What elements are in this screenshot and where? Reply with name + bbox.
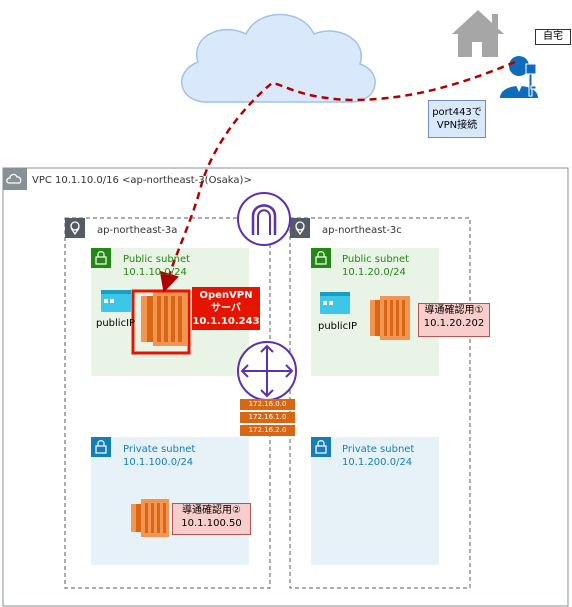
vpn-connection-text: VPN接続 (436, 120, 478, 131)
private-subnet-a-cidr: 10.1.100.0/24 (123, 457, 194, 468)
ec2-instance-icon (131, 499, 169, 537)
test-host-1-callout: 導通確認用① 10.1.20.202 (418, 303, 490, 337)
openvpn-name: OpenVPN (199, 290, 253, 301)
route-tag: 172.16.0.0 (240, 399, 295, 410)
public-subnet-a-cidr: 10.1.10.0/24 (123, 267, 187, 278)
private-subnet-c (311, 437, 439, 565)
internet-gateway-icon (237, 192, 291, 246)
test-host-1-name: 導通確認用① (424, 305, 484, 316)
public-subnet-c-cidr: 10.1.20.0/24 (342, 267, 406, 278)
ec2-instance-icon (370, 296, 410, 340)
openvpn-role: サーバ (211, 303, 241, 314)
ec2-instance-icon (141, 292, 187, 346)
test-host-2-name: 導通確認用② (182, 505, 241, 516)
lock-icon (311, 437, 331, 457)
vpc-icon (3, 168, 27, 190)
test-host-1-ip: 10.1.20.202 (423, 318, 485, 329)
private-subnet-c-title: Private subnet (342, 444, 415, 455)
public-ip-label: publicIP (318, 321, 358, 332)
location-pin-icon (65, 218, 85, 238)
home-label: 自宅 (535, 29, 571, 45)
public-ip-icon (320, 292, 350, 314)
openvpn-server-label: OpenVPN サーバ 10.1.10.243 (192, 287, 260, 330)
key-icon (525, 63, 537, 97)
lock-icon (311, 248, 331, 268)
az-3c-boundary (289, 217, 471, 589)
lock-icon (91, 437, 111, 457)
vpn-connection-line (159, 60, 516, 293)
public-ip-icon (101, 290, 131, 312)
az-3c-label: ap-northeast-3c (322, 225, 402, 236)
location-pin-icon (290, 218, 310, 238)
home-icon (452, 10, 504, 57)
az-3a-label: ap-northeast-3a (97, 225, 178, 236)
public-ip-label: publicIP (96, 318, 136, 329)
router-icon (237, 341, 297, 401)
route-tag: 172.16.2.0 (240, 425, 295, 436)
vpc-boundary (2, 167, 569, 607)
vpn-connection-note: port443で VPN接続 (428, 100, 486, 138)
test-host-2-ip: 10.1.100.50 (181, 518, 242, 529)
private-subnet-a (91, 437, 249, 565)
private-subnet-a-title: Private subnet (123, 444, 196, 455)
openvpn-ip: 10.1.10.243 (192, 316, 260, 327)
vpc-label: VPC 10.1.10.0/16 <ap-northeast-3(Osaka)> (32, 175, 252, 186)
public-subnet-a-title: Public subnet (123, 254, 191, 265)
vpn-port-text: port443で (432, 107, 482, 118)
test-host-2-callout: 導通確認用② 10.1.100.50 (172, 503, 251, 535)
private-subnet-c-cidr: 10.1.200.0/24 (342, 457, 413, 468)
route-tag: 172.16.1.0 (240, 412, 295, 423)
lock-icon (91, 248, 111, 268)
internet-cloud-icon (181, 13, 376, 103)
public-subnet-c-title: Public subnet (342, 254, 410, 265)
